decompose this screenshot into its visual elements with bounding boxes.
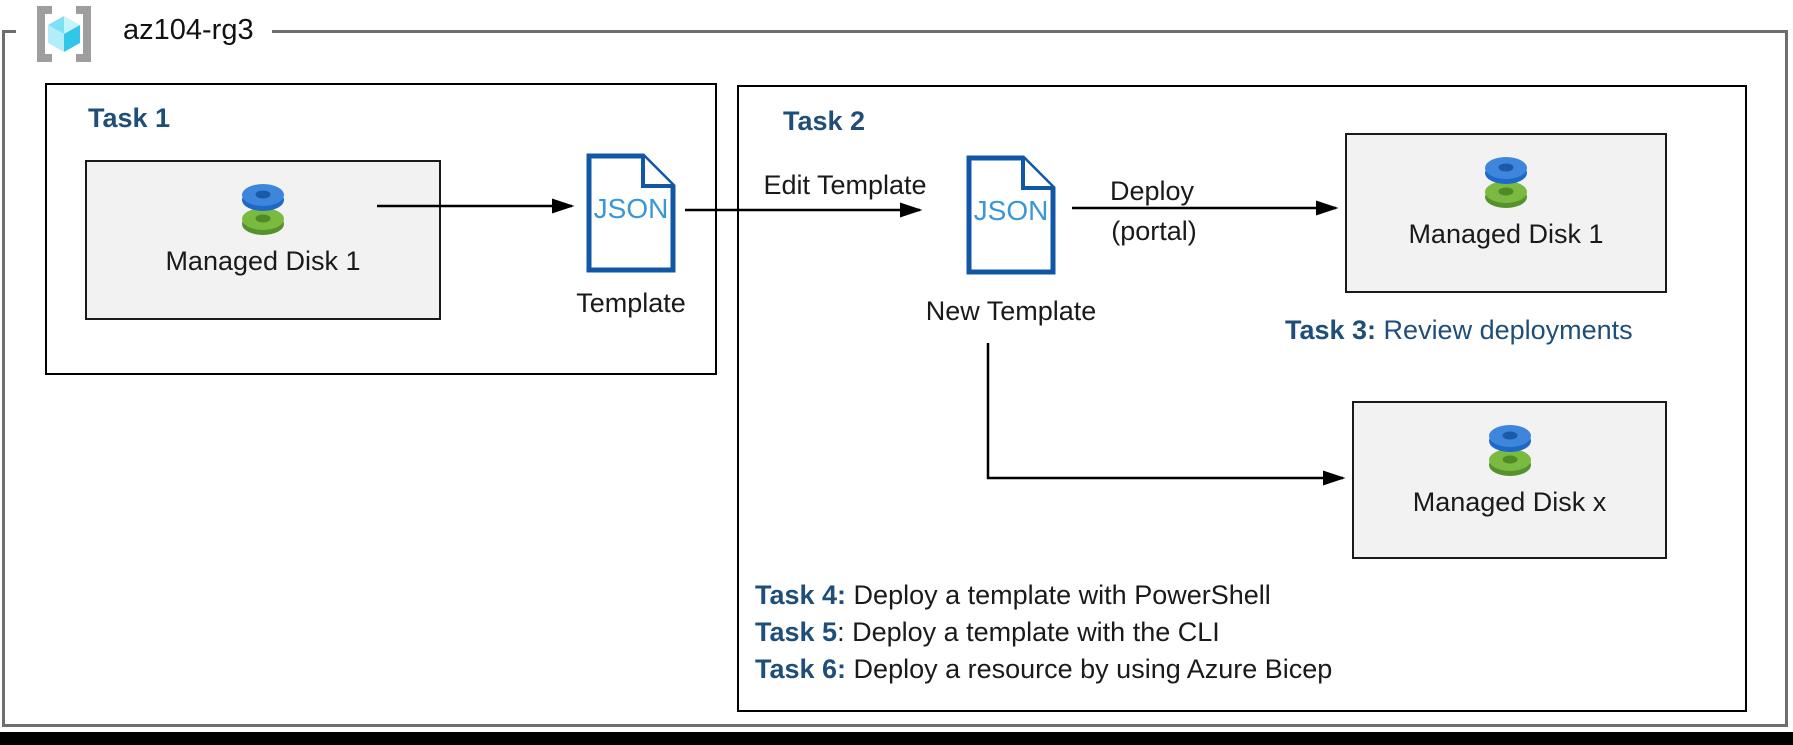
new-template-label: New Template bbox=[925, 296, 1097, 326]
rg-border-top-left-stub bbox=[2, 30, 16, 33]
task6-note: Task 6: Deploy a resource by using Azure… bbox=[755, 654, 1332, 685]
managed-disk-1-label: Managed Disk 1 bbox=[165, 246, 361, 276]
cube-icon bbox=[48, 16, 80, 52]
left-bracket-icon bbox=[37, 6, 52, 62]
managed-disk-x-label: Managed Disk x bbox=[1412, 487, 1607, 517]
rg-border-right bbox=[1785, 30, 1788, 727]
task3-text: Review deployments bbox=[1376, 315, 1633, 345]
rg-border-bottom bbox=[2, 724, 1788, 727]
task5-prefix: Task 5 bbox=[755, 617, 838, 647]
bottom-screen-edge-bar bbox=[0, 732, 1793, 745]
deploy-label: Deploy bbox=[1109, 176, 1195, 206]
rg-border-left bbox=[2, 30, 5, 727]
task4-text: Deploy a template with PowerShell bbox=[846, 580, 1271, 610]
resource-group-label: az104-rg3 bbox=[121, 14, 268, 51]
edit-template-label: Edit Template bbox=[763, 170, 927, 200]
right-bracket-icon bbox=[76, 6, 91, 62]
task4-note: Task 4: Deploy a template with PowerShel… bbox=[755, 580, 1271, 611]
task5-text: : Deploy a template with the CLI bbox=[837, 617, 1220, 647]
task1-title: Task 1 bbox=[88, 103, 171, 133]
deploy-portal-label: (portal) bbox=[1111, 216, 1197, 246]
managed-disk-icon bbox=[242, 184, 284, 235]
task3-note: Task 3: Review deployments bbox=[1285, 315, 1633, 346]
task3-prefix: Task 3: bbox=[1285, 315, 1377, 345]
task2-title: Task 2 bbox=[783, 106, 866, 136]
task6-text: Deploy a resource by using Azure Bicep bbox=[846, 654, 1333, 684]
managed-disk-icon bbox=[1485, 157, 1527, 208]
json-icon-text: JSON bbox=[594, 193, 669, 224]
task6-prefix: Task 6: bbox=[755, 654, 847, 684]
task4-prefix: Task 4: bbox=[755, 580, 847, 610]
json-icon-text: JSON bbox=[974, 195, 1049, 226]
json-template-icon: JSON bbox=[585, 152, 677, 274]
template-label: Template bbox=[576, 288, 686, 318]
task5-note: Task 5: Deploy a template with the CLI bbox=[755, 617, 1220, 648]
managed-disk-icon bbox=[1488, 425, 1531, 476]
managed-disk-1-box: Managed Disk 1 bbox=[85, 160, 441, 320]
managed-disk-x-box: Managed Disk x bbox=[1352, 401, 1667, 559]
rg-border-top bbox=[272, 30, 1788, 33]
json-new-template-icon: JSON bbox=[965, 154, 1057, 276]
managed-disk-1-right-box: Managed Disk 1 bbox=[1345, 133, 1667, 293]
managed-disk-1-right-label: Managed Disk 1 bbox=[1408, 219, 1604, 249]
resource-group-icon bbox=[31, 4, 97, 64]
